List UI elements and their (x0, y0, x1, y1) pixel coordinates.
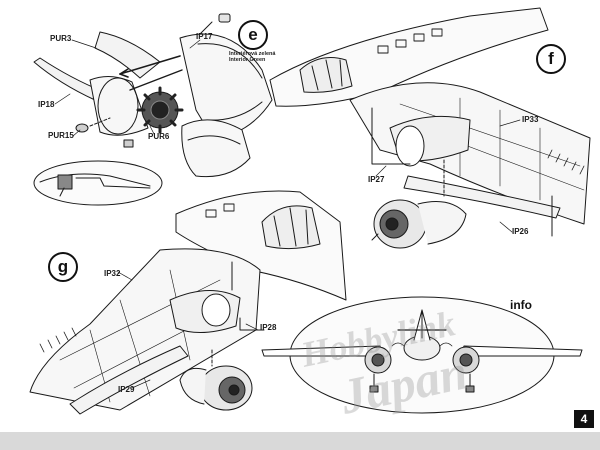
step-g-marker: g (48, 252, 78, 282)
footer-bar (0, 432, 600, 450)
label-pur3: PUR3 (50, 34, 72, 43)
label-ip27: IP27 (368, 175, 385, 184)
inset-detail-oval (33, 160, 163, 206)
cockpit-canopy-f (299, 57, 353, 93)
paint-note-line1: Interiérová zelená (229, 51, 276, 57)
page-number: 4 (574, 410, 594, 428)
paint-note-line2: Interior Green (229, 57, 266, 64)
step-f-marker: f (536, 44, 566, 74)
assembly-arrow (119, 55, 181, 75)
label-ip33: IP33 (522, 115, 539, 124)
cowling-ring (181, 119, 251, 178)
label-ip28: IP28 (260, 323, 277, 332)
engine-f (371, 199, 467, 249)
step-f-drawing (269, 7, 591, 249)
small-part-ip17 (218, 13, 231, 23)
small-part-pur6 (123, 139, 134, 148)
label-leaders (54, 39, 521, 389)
label-ip17: IP17 (196, 32, 213, 41)
info-front-view (261, 296, 583, 414)
label-pur6: PUR6 (148, 132, 170, 141)
nacelle-rim (97, 77, 139, 135)
step-e-drawing (33, 13, 273, 206)
label-ip32: IP32 (104, 269, 121, 278)
step-g-drawing (29, 190, 347, 415)
label-ip26: IP26 (512, 227, 529, 236)
label-ip18: IP18 (38, 100, 55, 109)
flap-f (403, 175, 561, 219)
info-label: info (510, 298, 532, 312)
cockpit-canopy-g (261, 205, 321, 250)
nacelle-body (89, 76, 149, 136)
engine-g (179, 365, 253, 411)
wing-f (349, 82, 591, 225)
small-part-pur15 (75, 123, 89, 133)
paint-note: Interiérová zelená Interior Green (229, 51, 275, 64)
label-ip29: IP29 (118, 385, 135, 394)
flap-g (69, 345, 189, 415)
step-e-marker: e (238, 20, 268, 50)
label-pur15: PUR15 (48, 131, 74, 140)
